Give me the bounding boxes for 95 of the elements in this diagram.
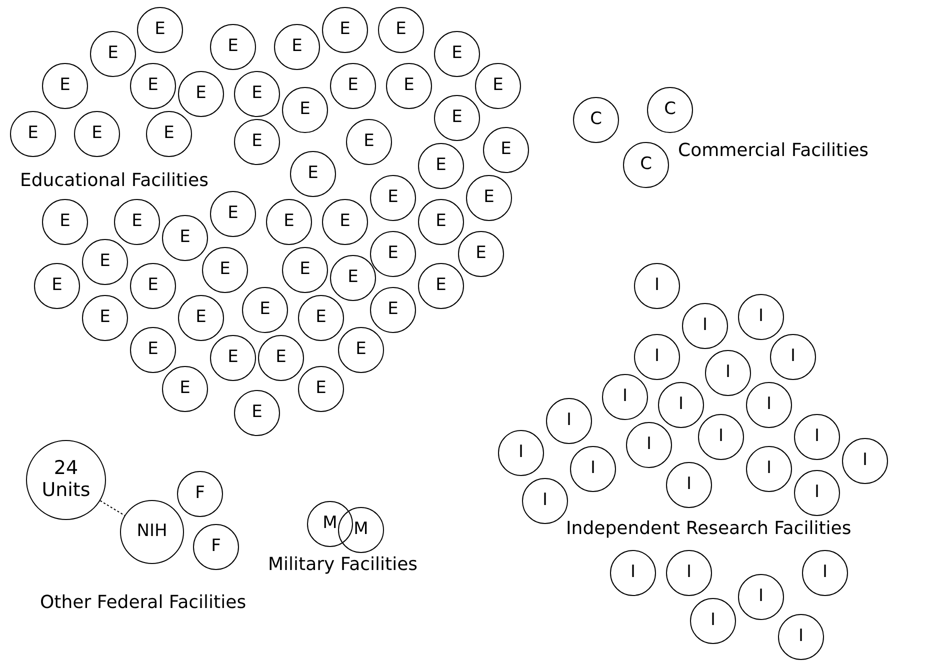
facility-circle: E xyxy=(346,119,392,165)
facility-circle: I xyxy=(634,263,680,309)
facility-circle: C xyxy=(623,142,669,188)
facility-circle: I xyxy=(690,598,736,644)
facility-circle: I xyxy=(746,382,792,428)
facility-circle: E xyxy=(322,199,368,245)
facility-circle: E xyxy=(418,263,464,309)
facility-circle: E xyxy=(162,366,208,412)
facility-circle: I xyxy=(682,303,728,349)
facility-circle: I xyxy=(626,422,672,468)
facility-circle: E xyxy=(434,95,480,141)
facility-circle: I xyxy=(570,446,616,492)
facility-circle: E xyxy=(130,63,176,109)
facility-circle: E xyxy=(137,7,183,53)
facility-circle: E xyxy=(290,151,336,197)
facility-circle: I xyxy=(602,374,648,420)
facility-circle: E xyxy=(114,199,160,245)
facility-circle: E xyxy=(210,24,256,70)
facility-circle: I xyxy=(794,470,840,516)
facility-circle: E xyxy=(475,63,521,109)
facility-circle: E xyxy=(178,71,224,117)
facility-circle: E xyxy=(82,295,128,341)
facility-circle: M xyxy=(338,507,384,553)
facility-circle: I xyxy=(794,414,840,460)
facility-circle: E xyxy=(90,31,136,77)
group-label: Educational Facilities xyxy=(20,170,209,191)
facility-circle: E xyxy=(242,287,288,333)
facility-circle: I xyxy=(698,414,744,460)
facility-circle: I xyxy=(738,294,784,340)
facility-circle: E xyxy=(146,111,192,157)
dashed-connector xyxy=(100,500,126,516)
facility-circle: E xyxy=(178,295,224,341)
facility-circle: C xyxy=(573,97,619,143)
facility-circle: E xyxy=(82,239,128,285)
facility-circle: E xyxy=(210,191,256,237)
facility-circle: E xyxy=(258,335,304,381)
facility-circle: E xyxy=(42,63,88,109)
facility-circle: E xyxy=(10,111,56,157)
facility-circle: I xyxy=(658,382,704,428)
facility-circle: I xyxy=(842,438,888,484)
facility-circle: I xyxy=(498,430,544,476)
group-label: Other Federal Facilities xyxy=(40,592,246,613)
facility-circle: E xyxy=(282,87,328,133)
facility-circle: E xyxy=(298,366,344,412)
facility-circle: E xyxy=(210,335,256,381)
facility-circle: E xyxy=(338,327,384,373)
facility-circle: E xyxy=(74,111,120,157)
facility-circle: E xyxy=(330,63,376,109)
facility-circle: E xyxy=(434,31,480,77)
facility-circle: E xyxy=(330,255,376,301)
facility-circle: NIH xyxy=(120,500,184,564)
facility-circle: E xyxy=(322,7,368,53)
facility-circle: I xyxy=(778,614,824,660)
facility-circle: E xyxy=(130,327,176,373)
facility-circle: E xyxy=(162,215,208,261)
facility-circle: I xyxy=(738,574,784,620)
facility-circle: E xyxy=(466,175,512,221)
facility-circle: I xyxy=(666,550,712,596)
facility-circle: E xyxy=(370,287,416,333)
facility-circle: E xyxy=(370,175,416,221)
facility-circle: I xyxy=(802,550,848,596)
facility-circle: E xyxy=(34,263,80,309)
facility-circle: E xyxy=(234,71,280,117)
facility-circle: C xyxy=(647,87,693,133)
facility-circle: I xyxy=(770,334,816,380)
facility-circle: E xyxy=(483,127,529,173)
facility-circle: E xyxy=(458,231,504,277)
facility-circle: I xyxy=(546,398,592,444)
facility-circle: E xyxy=(370,231,416,277)
facility-circle: E xyxy=(42,199,88,245)
facility-circle: E xyxy=(234,119,280,165)
facility-circle: E xyxy=(274,24,320,70)
facility-circle: E xyxy=(386,63,432,109)
facility-circle: E xyxy=(418,143,464,189)
facility-circle: E xyxy=(130,263,176,309)
facility-circle: I xyxy=(666,462,712,508)
facility-circle: E xyxy=(282,247,328,293)
group-label: Military Facilities xyxy=(268,554,418,575)
facility-circle: M xyxy=(307,501,353,547)
facility-circle: E xyxy=(298,295,344,341)
facility-circle: E xyxy=(418,199,464,245)
facility-circle: E xyxy=(378,7,424,53)
facility-circle: I xyxy=(705,350,751,396)
facility-circle: 24 Units xyxy=(26,440,106,520)
facility-circle: E xyxy=(202,247,248,293)
facility-circle: F xyxy=(193,524,239,570)
facility-circle: E xyxy=(234,390,280,436)
facility-circle: E xyxy=(266,199,312,245)
facility-circle: I xyxy=(522,478,568,524)
facility-circle: F xyxy=(177,471,223,517)
facility-circle: I xyxy=(610,550,656,596)
group-label: Commercial Facilities xyxy=(678,140,869,161)
group-label: Independent Research Facilities xyxy=(566,518,852,539)
facility-circle: I xyxy=(634,334,680,380)
facility-circle: I xyxy=(746,446,792,492)
